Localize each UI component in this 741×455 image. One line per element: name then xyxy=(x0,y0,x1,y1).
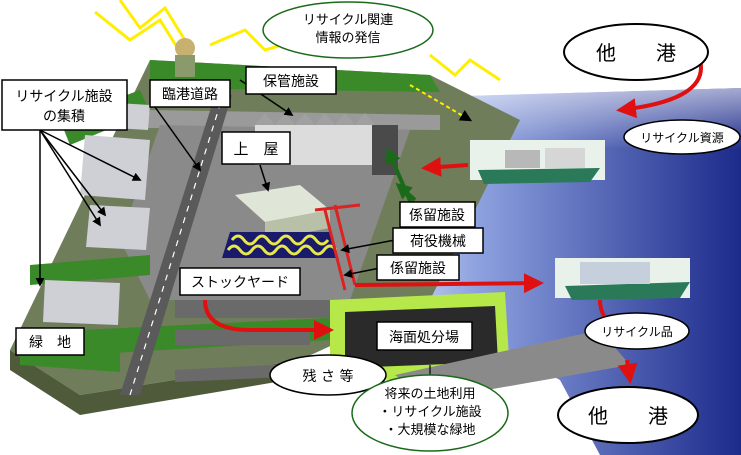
callout-recycle-facility-cluster: リサイクル施設 の集積 xyxy=(1,79,128,131)
callout-residue: 残 さ 等 xyxy=(269,354,387,396)
label-recycled-products: リサイクル品 xyxy=(601,325,672,339)
callout-future-land-use: 将来の土地利用 ・リサイクル施設 ・大規模な緑地 xyxy=(351,374,509,452)
label-mooring-facility-1: 係留施設 xyxy=(409,208,465,224)
flow-arrows xyxy=(35,59,703,395)
callout-mooring-facility-2: 係留施設 xyxy=(376,254,460,281)
label-sea-disposal-site: 海面処分場 xyxy=(389,330,459,346)
label-future-land-use-line1: 将来の土地利用 xyxy=(384,387,475,402)
label-mooring-facility-2: 係留施設 xyxy=(390,261,446,277)
label-other-port-top: 他 港 xyxy=(596,41,676,65)
ship-outgoing xyxy=(555,258,690,300)
label-recycle-info-line2: 情報の発信 xyxy=(315,31,380,46)
ship-incoming xyxy=(470,140,605,184)
label-recycle-info-line1: リサイクル関連 xyxy=(303,13,393,28)
callout-recycle-resources: リサイクル資源 xyxy=(623,119,741,155)
callout-other-port-top: 他 港 xyxy=(563,23,709,81)
label-residue: 残 さ 等 xyxy=(303,368,354,385)
label-stockyard: ストックヤード xyxy=(191,275,289,291)
port-road xyxy=(120,94,330,396)
callout-mooring-facility-1: 係留施設 xyxy=(399,201,476,228)
callout-cargo-machinery: 荷役機械 xyxy=(392,227,484,254)
label-future-land-use-line3: ・大規模な緑地 xyxy=(384,423,475,438)
callout-shed: 上 屋 xyxy=(221,131,291,165)
label-shed: 上 屋 xyxy=(233,140,278,158)
callout-port-road: 臨港道路 xyxy=(149,79,231,108)
label-recycle-facility-cluster-line2: の集積 xyxy=(43,108,85,125)
label-future-land-use-line2: ・リサイクル施設 xyxy=(378,404,481,420)
label-other-port-bottom: 他 港 xyxy=(588,404,668,428)
callout-other-port-bottom: 他 港 xyxy=(557,386,699,444)
callout-recycled-products: リサイクル品 xyxy=(584,312,690,350)
label-green-space: 緑 地 xyxy=(29,335,71,351)
callout-sea-disposal-site: 海面処分場 xyxy=(376,321,473,351)
label-recycle-resources: リサイクル資源 xyxy=(640,131,723,145)
label-port-road: 臨港道路 xyxy=(162,87,218,103)
label-cargo-machinery: 荷役機械 xyxy=(410,234,466,250)
label-recycle-facility-cluster-line1: リサイクル施設 xyxy=(15,89,112,105)
label-storage-facility: 保管施設 xyxy=(263,74,319,90)
stockpile xyxy=(222,232,338,258)
callout-recycle-info: リサイクル関連 情報の発信 xyxy=(262,1,434,59)
callout-storage-facility: 保管施設 xyxy=(245,66,337,95)
callout-stockyard: ストックヤード xyxy=(179,267,301,296)
callout-green-space: 緑 地 xyxy=(15,327,85,356)
